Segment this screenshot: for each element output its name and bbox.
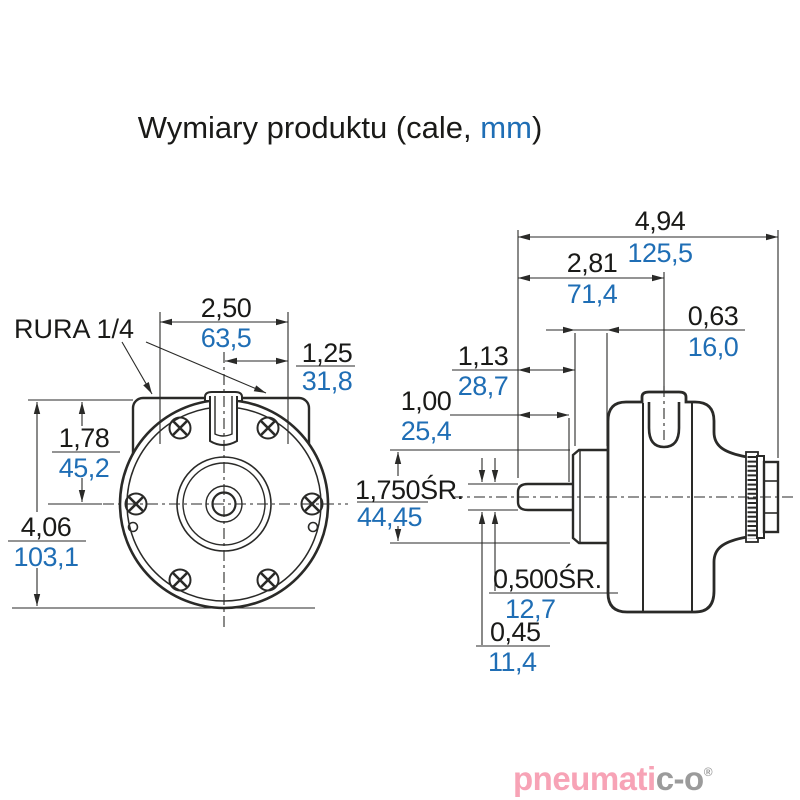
dim-shaft-flat-in: 0,45	[490, 617, 541, 647]
page-title: Wymiary produktu (cale, mm)	[100, 110, 580, 146]
title-text: Wymiary produktu (cale,	[137, 110, 481, 145]
dim-bolt-spacing-in: 2,50	[200, 293, 252, 323]
side-view	[452, 386, 795, 614]
dim-bolt-half-mm: 31,8	[301, 366, 353, 396]
dim-bolt-half-in: 1,25	[301, 338, 353, 368]
dim-tip-to-port-in: 2,81	[566, 248, 618, 278]
port-opening	[647, 402, 681, 449]
dim-hub-width-in: 0,63	[687, 301, 739, 331]
dim-hub-width-mm: 16,0	[687, 332, 739, 362]
registered-mark: ®	[703, 765, 713, 779]
dim-shaft-flat-mm: 11,4	[488, 647, 537, 677]
dim-shaft-length-in: 1,00	[400, 386, 452, 416]
title-mm-unit: mm	[480, 110, 532, 145]
dim-hub-diameter-in: 1,750ŚR.	[355, 475, 464, 505]
mounting-hole-left	[127, 521, 139, 533]
dim-shaft-length-mm: 25,4	[400, 416, 452, 446]
mounting-hole-right	[307, 521, 319, 533]
dim-tip-to-hub-in: 1,13	[457, 341, 509, 371]
dim-hub-diameter-mm: 44,45	[357, 502, 423, 532]
dim-shaft-diameter-mm: 12,7	[505, 594, 556, 624]
dim-flange-to-center-in: 1,78	[58, 423, 110, 453]
dim-total-length-mm: 125,5	[627, 238, 693, 268]
dim-shaft-diameter-in: 0,500ŚR.	[493, 564, 602, 594]
title-close: )	[531, 110, 543, 145]
dim-total-height-in: 4,06	[20, 512, 72, 542]
dim-total-length-in: 4,94	[634, 206, 686, 236]
dim-bolt-spacing-mm: 63,5	[200, 323, 252, 353]
logo-gray-part: c-o	[655, 760, 705, 797]
port-callout-label: RURA 1/4	[14, 314, 135, 344]
dimension-lines	[8, 230, 779, 647]
logo-pink-part: pneumati	[513, 760, 656, 797]
dim-tip-to-port-mm: 71,4	[566, 279, 618, 309]
dim-total-height-mm: 103,1	[13, 542, 79, 572]
pneumatico-logo: pneumatic-o®	[513, 760, 798, 798]
centerlines-side	[452, 386, 795, 498]
dim-flange-to-center-mm: 45,2	[58, 453, 110, 483]
motor-housing	[606, 390, 749, 614]
front-view	[103, 352, 348, 628]
dim-tip-to-hub-mm: 28,7	[457, 371, 509, 401]
centerlines-front	[103, 352, 348, 628]
